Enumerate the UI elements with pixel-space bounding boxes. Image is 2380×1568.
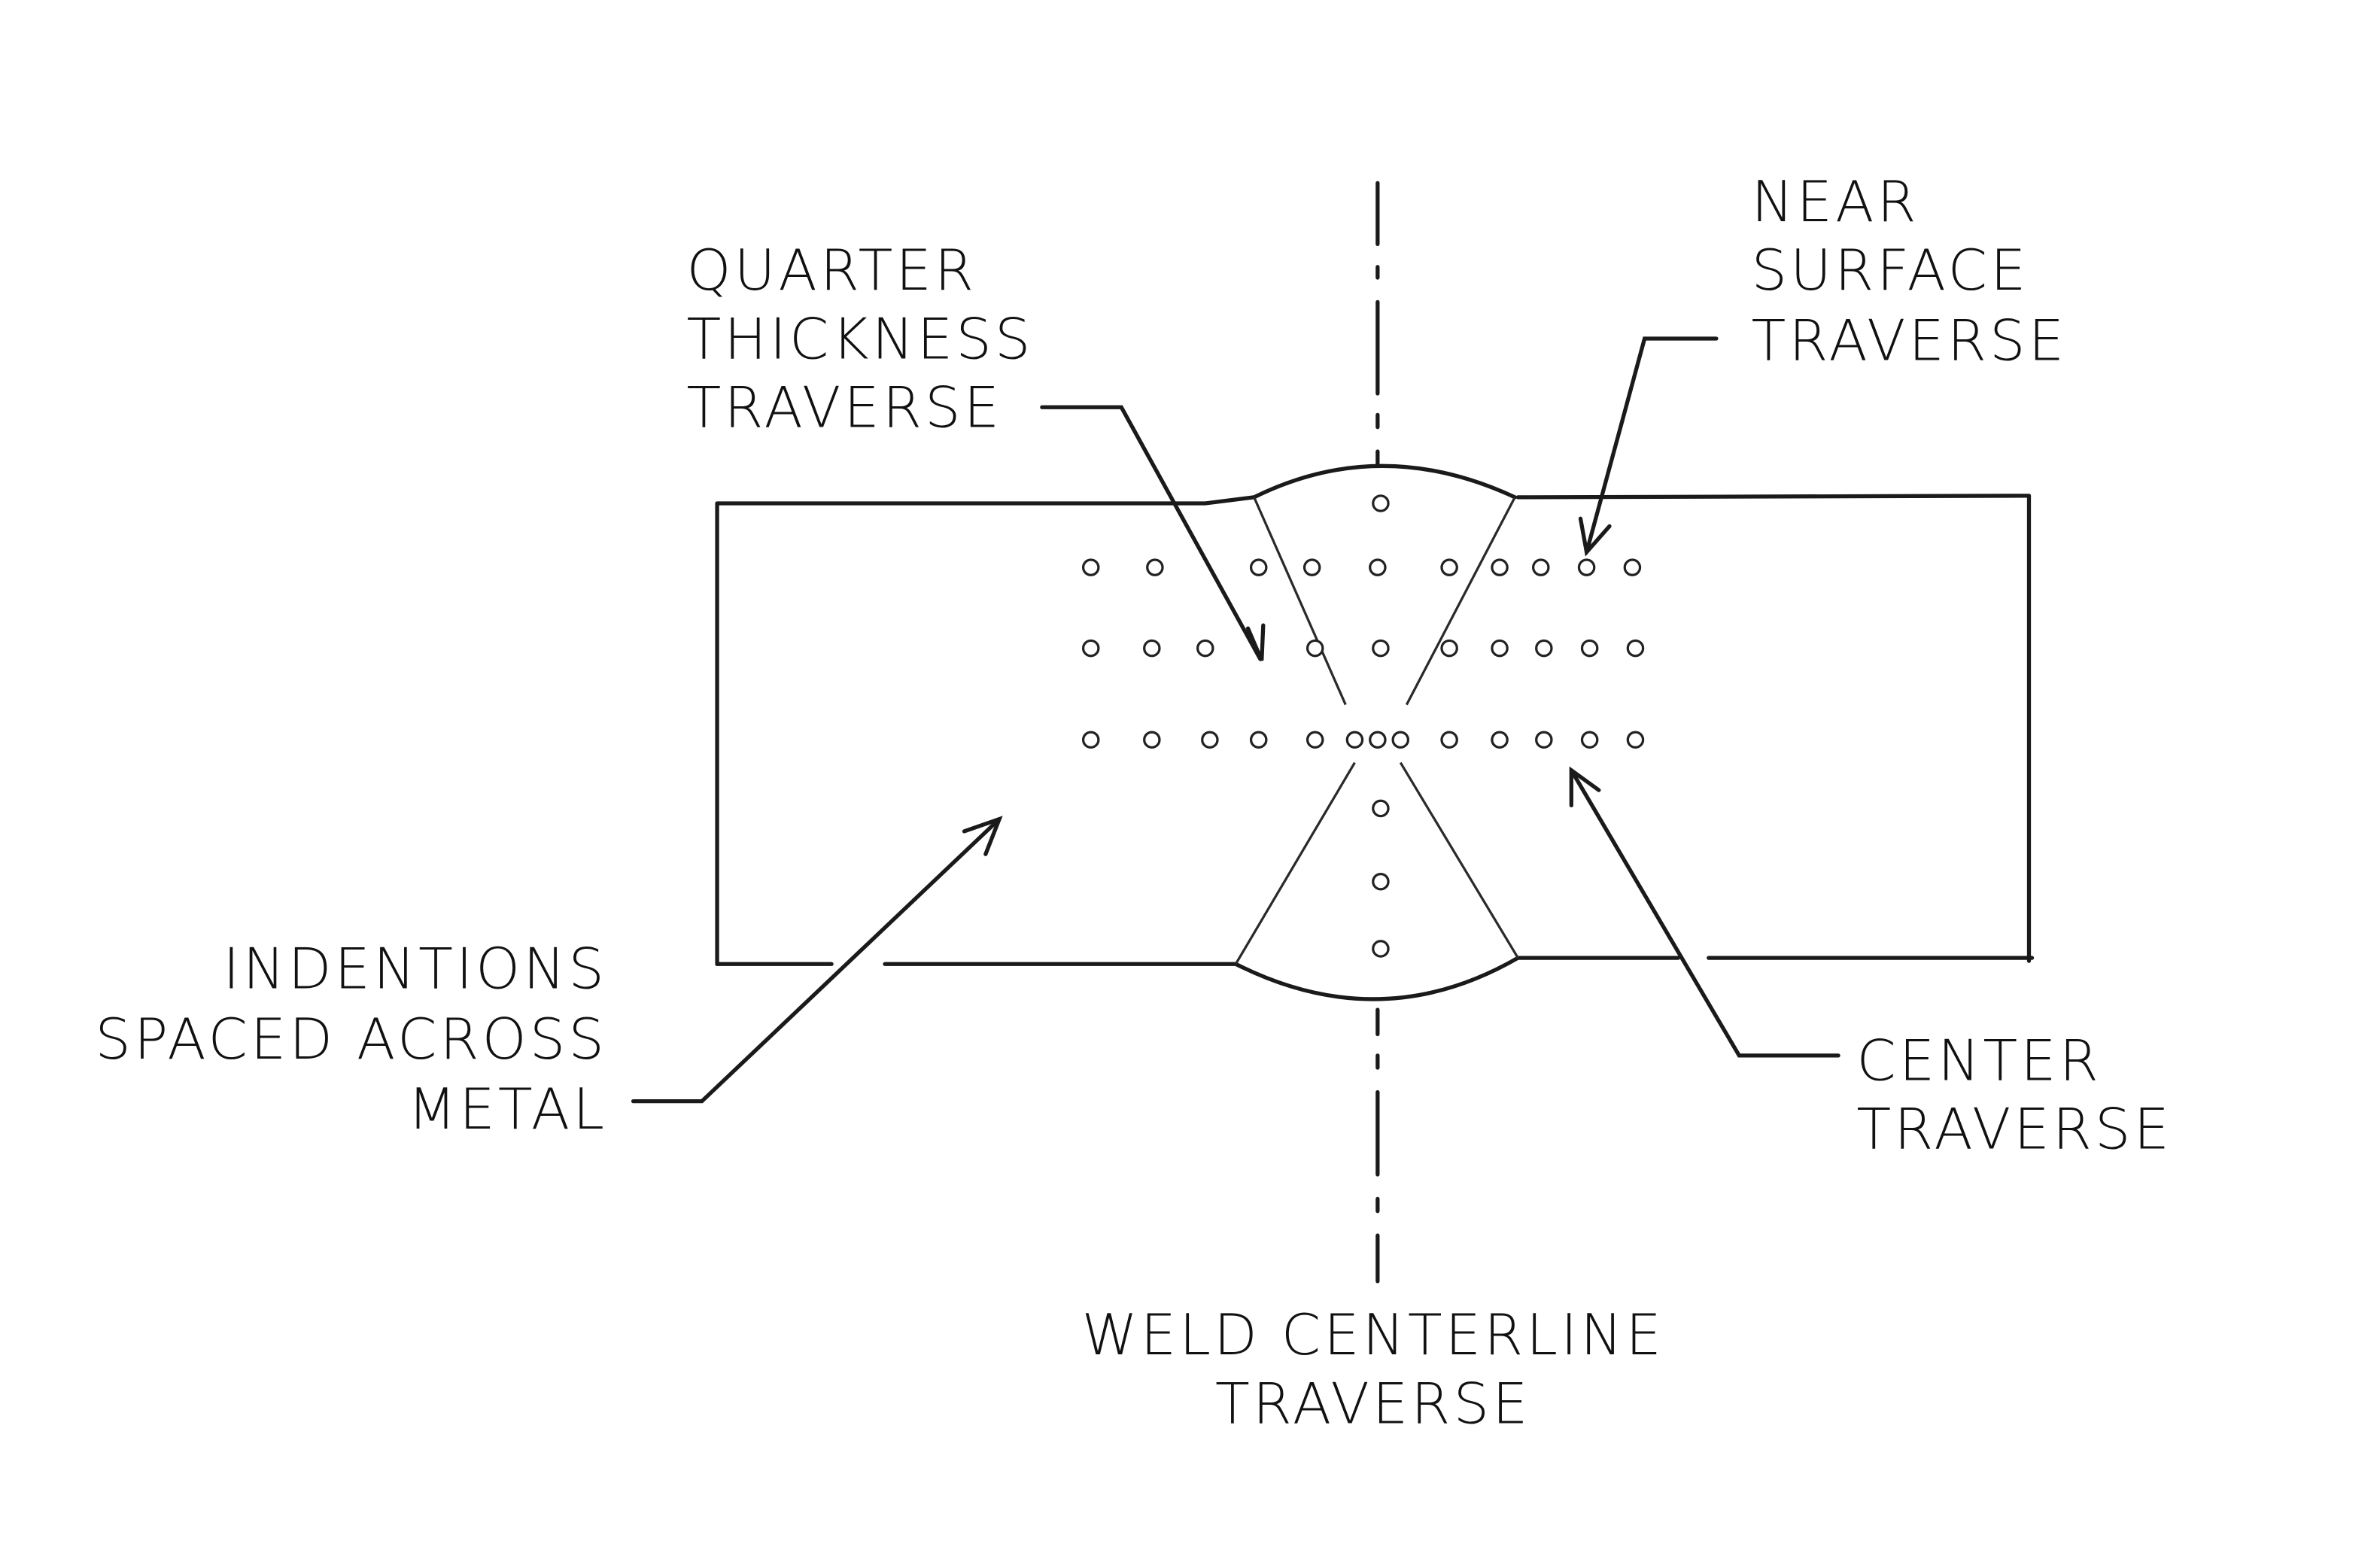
label-line: INDENTIONS <box>223 936 607 1002</box>
label-line: SPACED ACROSS <box>95 1006 607 1072</box>
indentation-dot <box>1302 558 1321 576</box>
indentation-dot <box>1369 558 1387 576</box>
indentation-dot <box>1491 558 1509 576</box>
indentation-dot <box>1440 558 1458 576</box>
indentation-dot <box>1626 639 1645 658</box>
indentation-dot <box>1580 639 1599 658</box>
indentation-dot <box>1306 639 1324 658</box>
indentation-dot <box>1535 639 1553 658</box>
indentation-dot <box>1196 639 1214 658</box>
indentation-dot <box>1081 731 1100 749</box>
indentation-dot <box>1306 731 1324 749</box>
label-line: WELD CENTERLINE <box>1082 1302 1664 1368</box>
label-indentions-spaced-across-metal: INDENTIONS SPACED ACROSS METAL <box>95 936 607 1143</box>
indentation-dot <box>1491 639 1509 658</box>
weld-root <box>1233 956 1520 1001</box>
weld-bead <box>1233 463 1520 1001</box>
indentation-dot <box>1580 731 1599 749</box>
indentation-dot <box>1372 872 1390 891</box>
indentation-dot <box>1535 731 1553 749</box>
leader-near-surface <box>1578 336 1719 557</box>
label-line: TRAVERSE <box>687 375 1003 441</box>
left-fusion-line <box>1234 497 1356 965</box>
indentation-dot <box>1626 731 1645 749</box>
indentation-dot <box>1623 558 1642 576</box>
indentation-dot <box>1249 558 1268 576</box>
leader-quarter-thickness <box>1040 405 1266 661</box>
indentation-dot <box>1532 558 1550 576</box>
label-line: NEAR <box>1752 169 1920 235</box>
right-fusion-line <box>1399 497 1519 959</box>
leader-indentions <box>631 816 1003 1104</box>
indentation-dots <box>1081 494 1645 958</box>
label-near-surface-traverse: NEAR SURFACE TRAVERSE <box>1752 169 2068 373</box>
weld-cap <box>1252 463 1517 500</box>
indentation-dot <box>1345 731 1364 749</box>
label-line: METAL <box>408 1076 607 1142</box>
indentation-dot <box>1081 639 1100 658</box>
indentation-dot <box>1081 558 1100 576</box>
label-weld-centerline-traverse: WELD CENTERLINE TRAVERSE <box>1082 1302 1664 1436</box>
label-line: THICKNESS <box>687 305 1034 372</box>
indentation-dot <box>1391 731 1410 749</box>
indentation-dot <box>1201 731 1219 749</box>
label-center-traverse: CENTER TRAVERSE <box>1856 1027 2172 1162</box>
leader-center <box>1569 766 1840 1058</box>
indentation-dot <box>1249 731 1268 749</box>
indentation-dot <box>1440 731 1458 749</box>
indentation-dot <box>1372 940 1390 958</box>
indentation-dot <box>1143 639 1161 658</box>
label-quarter-thickness-traverse: QUARTER THICKNESS TRAVERSE <box>687 237 1034 441</box>
indentation-dot <box>1143 731 1161 749</box>
label-line: SURFACE <box>1752 237 2029 303</box>
indentation-dot <box>1491 731 1509 749</box>
indentation-dot <box>1577 558 1596 576</box>
label-line: TRAVERSE <box>1215 1370 1531 1436</box>
indentation-dot <box>1146 558 1164 576</box>
indentation-dot <box>1369 731 1387 749</box>
indentation-dot <box>1372 799 1390 818</box>
label-line: TRAVERSE <box>1752 307 2068 373</box>
indentation-dot <box>1372 639 1390 658</box>
label-line: CENTER <box>1856 1027 2102 1093</box>
label-line: QUARTER <box>687 237 977 303</box>
indentation-dot <box>1440 639 1458 658</box>
indentation-dot <box>1372 494 1390 512</box>
label-line: TRAVERSE <box>1856 1096 2172 1162</box>
